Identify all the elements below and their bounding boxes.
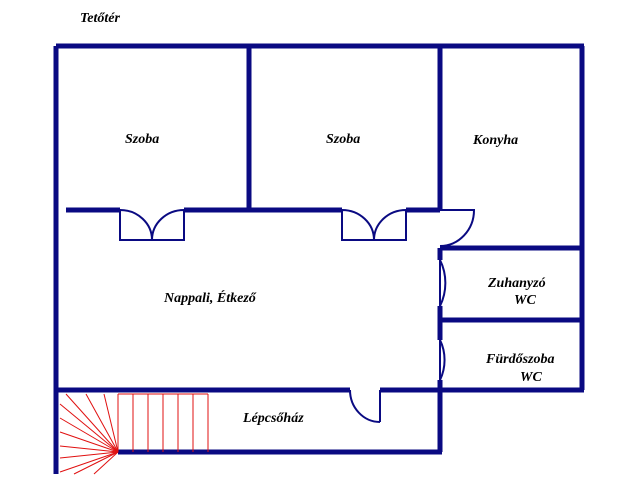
room-labels: Szoba Szoba Konyha Zuhanyzó WC Fürdőszob… <box>125 132 554 426</box>
label-room-left: Szoba <box>125 132 159 147</box>
door-staircase <box>349 389 381 423</box>
floor-title: Tetőtér <box>80 11 120 26</box>
label-staircase: Lépcsőház <box>242 411 304 426</box>
door-left-bedroom <box>119 208 154 241</box>
stair-step <box>59 431 119 453</box>
label-bathroom: Fürdőszoba <box>485 352 554 367</box>
label-room-middle: Szoba <box>326 132 360 147</box>
label-shower-wc: WC <box>514 293 536 308</box>
door-left-bedroom <box>150 208 185 241</box>
label-bathroom-wc: WC <box>520 370 542 385</box>
stair-step <box>59 451 119 473</box>
stair-step <box>59 403 119 453</box>
windows <box>53 43 585 393</box>
label-shower: Zuhanyzó <box>487 276 546 291</box>
stair-step <box>59 417 119 453</box>
stair-step <box>93 451 119 475</box>
doors <box>119 208 476 423</box>
walls <box>53 43 585 474</box>
staircase-steps <box>59 393 209 475</box>
stair-step <box>59 451 119 459</box>
door-middle-bedroom <box>372 208 407 241</box>
label-kitchen: Konyha <box>472 133 518 148</box>
stair-step <box>59 445 119 453</box>
stair-step <box>85 393 119 453</box>
stair-step <box>73 451 119 475</box>
door-kitchen <box>439 209 476 247</box>
door-shower <box>439 259 447 307</box>
door-bathroom <box>439 339 446 381</box>
door-middle-bedroom <box>341 208 376 241</box>
stair-step <box>65 393 119 453</box>
stair-step <box>103 393 119 453</box>
label-living: Nappali, Étkező <box>163 289 257 306</box>
